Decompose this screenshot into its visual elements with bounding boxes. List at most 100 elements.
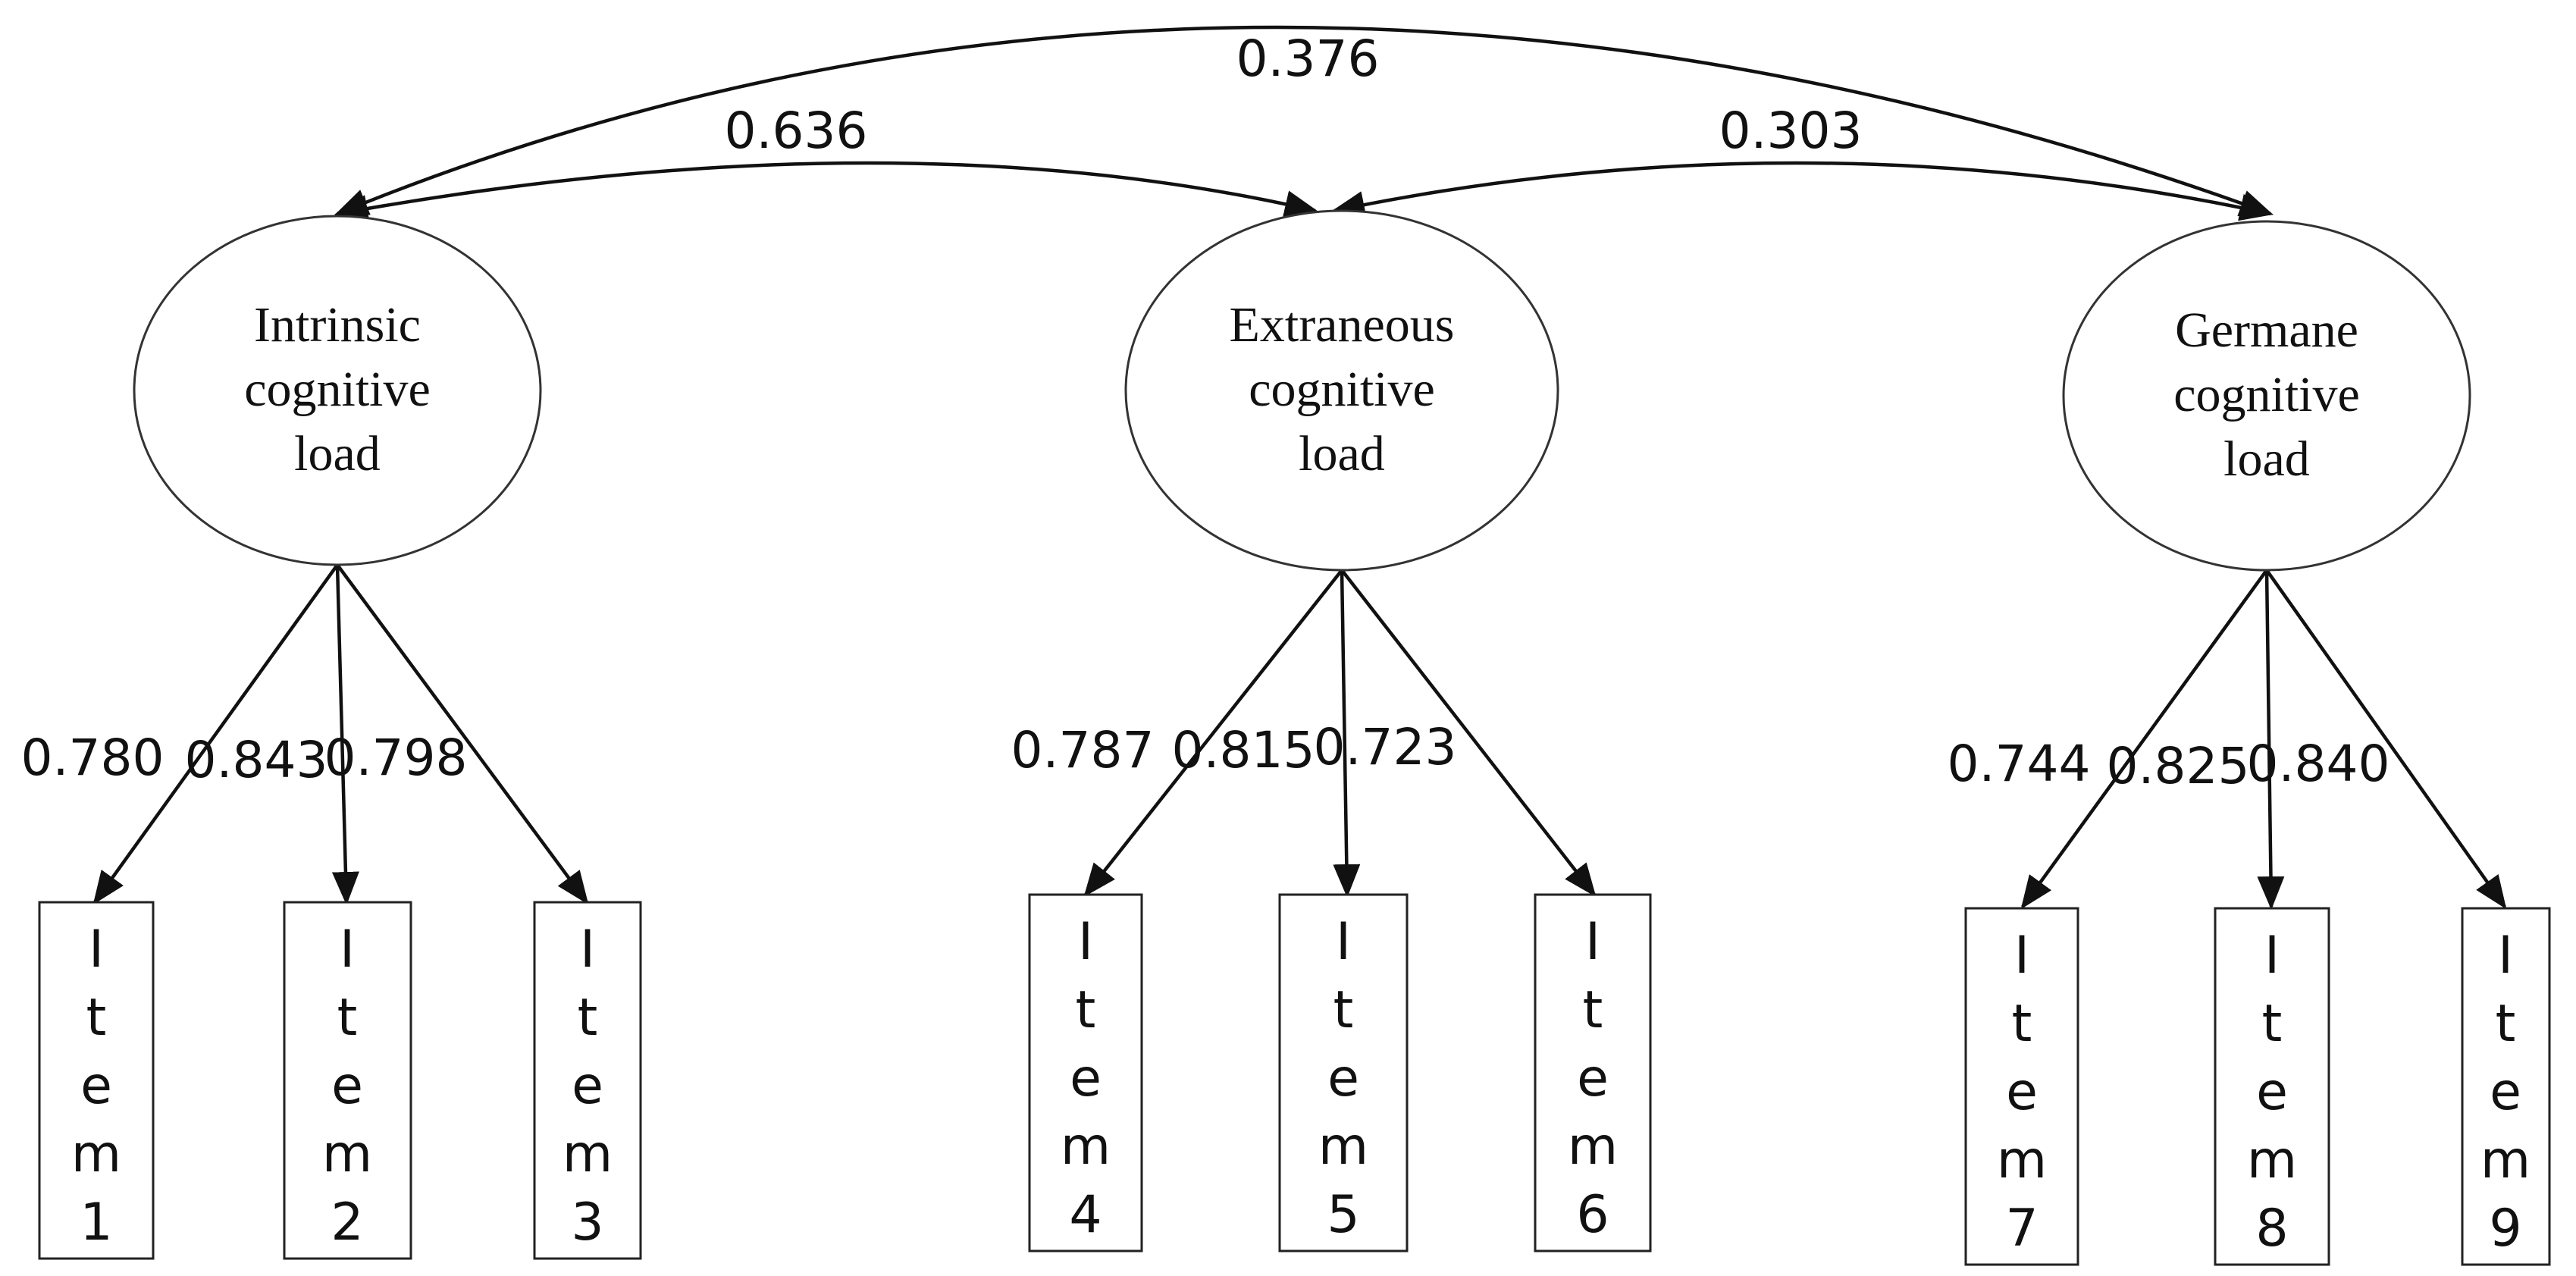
- item-char: 1: [80, 1193, 112, 1252]
- latent-ellipse: [2062, 220, 2471, 572]
- observed-item-2: I t e m 2: [283, 901, 412, 1260]
- item-char: m: [2247, 1130, 2297, 1190]
- loading-arrow-item8: [2257, 569, 2285, 910]
- loading-paths: [92, 563, 2507, 910]
- loading-arrow-item2: [331, 564, 359, 905]
- item-char: t: [86, 988, 107, 1048]
- item-char: I: [1585, 912, 1600, 972]
- item-char: I: [580, 920, 595, 980]
- observed-item-3: I t e m 3: [533, 901, 642, 1260]
- item-char: e: [80, 1056, 112, 1116]
- latent-label-line1: Germane: [2175, 303, 2358, 358]
- observed-item-5: I t e m 5: [1278, 893, 1409, 1252]
- loading-value-item6: 0.723: [1314, 718, 1457, 776]
- observed-item-9: I t e m 9: [2461, 907, 2551, 1266]
- item-box: [2214, 907, 2330, 1266]
- correlation-arrow-extraneous-germane: [1331, 161, 2274, 221]
- item-box: [38, 901, 155, 1260]
- latent-factor-intrinsic: Intrinsic cognitive load: [133, 215, 542, 566]
- item-char: e: [2006, 1062, 2038, 1122]
- item-char: t: [1583, 980, 1603, 1040]
- item-char: I: [340, 920, 355, 980]
- latent-label-line3: load: [1299, 426, 1385, 481]
- item-char: t: [337, 988, 358, 1048]
- observed-item-6: I t e m 6: [1534, 893, 1652, 1252]
- item-char: m: [563, 1124, 613, 1184]
- item-char: e: [572, 1056, 603, 1116]
- item-char: 7: [2005, 1199, 2038, 1259]
- item-char: m: [1318, 1117, 1368, 1177]
- loading-arrow-item5: [1333, 569, 1361, 898]
- item-char: e: [2256, 1062, 2288, 1122]
- loading-arrow-item1: [92, 563, 339, 905]
- item-char: I: [2498, 926, 2513, 986]
- item-box: [1028, 893, 1143, 1252]
- item-box: [1534, 893, 1652, 1252]
- loading-labels: 0.780 0.843 0.798 0.787 0.815 0.723 0.74…: [21, 718, 2390, 795]
- latent-factor-extraneous: Extraneous cognitive load: [1124, 209, 1559, 572]
- item-char: 9: [2489, 1199, 2521, 1259]
- observed-item-7: I t e m 7: [1964, 907, 2079, 1266]
- correlation-paths: [334, 25, 2274, 222]
- item-box: [1278, 893, 1409, 1252]
- item-char: I: [1078, 912, 1093, 972]
- loading-arrow-item6: [1340, 569, 1597, 898]
- item-box: [2461, 907, 2551, 1266]
- item-char: t: [2496, 994, 2516, 1054]
- item-char: e: [1070, 1049, 1102, 1108]
- item-char: 3: [571, 1193, 603, 1252]
- loading-value-item2: 0.843: [185, 731, 328, 789]
- item-char: 8: [2255, 1199, 2288, 1259]
- latent-label-line1: Extraneous: [1230, 297, 1455, 353]
- item-char: m: [1568, 1117, 1618, 1177]
- item-char: m: [71, 1124, 121, 1184]
- item-char: t: [2262, 994, 2283, 1054]
- latent-label-line2: cognitive: [244, 362, 431, 417]
- loading-value-item8: 0.825: [2107, 737, 2250, 795]
- loading-arrow-item9: [2265, 569, 2507, 910]
- item-char: e: [331, 1056, 363, 1116]
- item-char: I: [2264, 926, 2280, 986]
- correlation-arrow-intrinsic-extraneous: [334, 161, 1318, 222]
- item-char: m: [1997, 1130, 2047, 1190]
- loading-value-item1: 0.780: [21, 729, 165, 787]
- item-char: m: [322, 1124, 372, 1184]
- correlation-value-intrinsic-extraneous: 0.636: [725, 102, 868, 160]
- item-char: e: [1327, 1049, 1359, 1108]
- observed-item-1: I t e m 1: [38, 901, 155, 1260]
- correlation-value-intrinsic-germane: 0.376: [1236, 30, 1380, 88]
- item-char: t: [1333, 980, 1354, 1040]
- loading-value-item4: 0.787: [1011, 721, 1155, 779]
- item-box: [533, 901, 642, 1260]
- latent-label-line2: cognitive: [2173, 367, 2360, 422]
- item-char: m: [2480, 1130, 2531, 1190]
- item-char: t: [1076, 980, 1096, 1040]
- correlation-value-extraneous-germane: 0.303: [1719, 102, 1863, 160]
- loading-arrow-item7: [2020, 569, 2268, 910]
- correlation-labels: 0.376 0.636 0.303: [725, 30, 1863, 160]
- item-box: [283, 901, 412, 1260]
- item-char: 6: [1576, 1185, 1609, 1245]
- item-char: t: [2012, 994, 2032, 1054]
- loading-value-item7: 0.744: [1948, 735, 2091, 793]
- item-char: I: [89, 920, 104, 980]
- item-char: 4: [1069, 1185, 1102, 1245]
- item-char: t: [578, 988, 598, 1048]
- latent-label-line3: load: [2223, 431, 2310, 487]
- loading-value-item9: 0.840: [2247, 735, 2390, 793]
- item-char: e: [2490, 1062, 2521, 1122]
- observed-item-8: I t e m 8: [2214, 907, 2330, 1266]
- latent-label-line3: load: [294, 426, 381, 481]
- latent-ellipse: [1124, 209, 1559, 572]
- latent-label-line2: cognitive: [1249, 362, 1435, 417]
- loading-arrow-item3: [336, 563, 589, 905]
- item-char: e: [1577, 1049, 1609, 1108]
- item-char: I: [1336, 912, 1351, 972]
- item-char: m: [1061, 1117, 1111, 1177]
- loading-value-item5: 0.815: [1172, 721, 1315, 779]
- correlation-arrow-intrinsic-germane: [334, 25, 2274, 217]
- item-char: 2: [331, 1193, 363, 1252]
- item-char: I: [2014, 926, 2029, 986]
- item-box: [1964, 907, 2079, 1266]
